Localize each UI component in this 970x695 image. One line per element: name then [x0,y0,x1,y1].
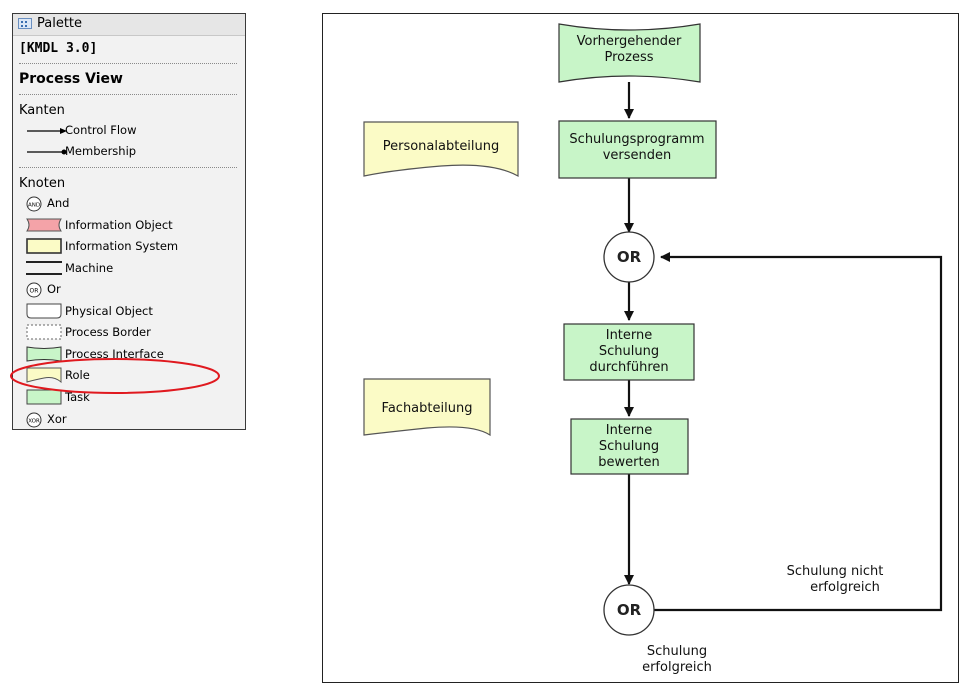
role-personalabteilung[interactable]: Personalabteilung [363,121,519,178]
node-label-line: Schulung [599,439,659,454]
edge-group [624,82,943,612]
palette-item-label: Or [47,282,61,296]
palette-item-label: Process Border [65,325,151,339]
process-diagram: Personalabteilung Fachabteilung Vorherge… [363,23,943,675]
process-border-icon [26,324,62,340]
separator [19,63,237,64]
process-view-label[interactable]: Process View [19,71,123,87]
or-gateway-label: OR [617,601,642,619]
palette-item-label: Information Object [65,218,173,232]
task-schulungsprogramm-versenden[interactable]: Schulungsprogramm versenden [558,120,717,179]
or-icon: OR [26,282,42,298]
node-label-line: versenden [603,148,672,163]
palette-title: Palette [37,16,83,31]
separator [19,94,237,95]
node-label-line: bewerten [598,455,660,470]
or-gateway-label: OR [617,248,642,266]
and-badge-text: AND [28,203,40,209]
role-icon [26,367,62,383]
node-label-line: Prozess [605,50,654,65]
edge-label-line: Schulung [647,644,707,659]
edge-label-line: erfolgreich [810,580,880,595]
node-label-line: Schulungsprogramm [569,132,704,147]
task-interne-schulung-bewerten[interactable]: Interne Schulung bewerten [570,418,689,475]
palette-item-label: And [47,196,70,210]
or-gateway-merge[interactable]: OR [603,231,655,283]
information-system-icon [26,238,62,254]
or-gateway-split[interactable]: OR [603,584,655,636]
palette-item-and[interactable]: AND And [13,194,245,213]
palette-item-label: Control Flow [65,123,137,137]
role-label: Fachabteilung [382,401,473,416]
process-interface-vorhergehender-prozess[interactable]: Vorhergehender Prozess [558,23,701,83]
palette-item-label: Process Interface [65,347,164,361]
xor-badge-text: XOR [28,419,40,425]
node-label-line: Interne [606,423,653,438]
or-badge-text: OR [30,288,39,295]
palette-item-role[interactable]: Role [13,366,245,385]
membership-line-icon [27,149,67,155]
palette-item-process-interface[interactable]: Process Interface [13,345,245,364]
task-icon [26,389,62,405]
palette-item-control-flow[interactable]: Control Flow [13,122,245,140]
separator [19,167,237,168]
edge-label-line: erfolgreich [642,660,712,675]
information-object-icon [26,218,62,232]
palette-item-membership[interactable]: Membership [13,143,245,161]
palette-item-label: Machine [65,261,114,275]
edges-heading: Kanten [19,103,65,118]
node-label-line: durchführen [589,360,668,375]
task-interne-schulung-durchfuehren[interactable]: Interne Schulung durchführen [563,323,695,381]
diagram-canvas[interactable]: Personalabteilung Fachabteilung Vorherge… [322,13,959,683]
palette-icon [18,18,32,29]
machine-icon [26,261,62,275]
palette-panel: Palette [KMDL 3.0] Process View Kanten C… [12,13,246,430]
and-icon: AND [26,196,42,212]
palette-title-bar: Palette [13,14,245,36]
palette-item-label: Task [65,390,90,404]
highlight-ellipse [10,358,220,394]
palette-item-machine[interactable]: Machine [13,259,245,278]
xor-icon: XOR [26,412,42,428]
edge-label-nicht-erfolgreich: Schulung nicht erfolgreich [787,564,884,595]
edge-label-erfolgreich: Schulung erfolgreich [642,644,712,675]
palette-item-physical-object[interactable]: Physical Object [13,302,245,321]
palette-item-xor[interactable]: XOR Xor [13,410,245,429]
palette-item-label: Role [65,368,90,382]
node-label-line: Vorhergehender [577,34,682,49]
palette-item-process-border[interactable]: Process Border [13,323,245,342]
node-label-line: Schulung [599,344,659,359]
palette-item-information-object[interactable]: Information Object [13,216,245,235]
palette-item-label: Physical Object [65,304,153,318]
role-fachabteilung[interactable]: Fachabteilung [363,378,491,437]
physical-object-icon [26,303,62,319]
role-label: Personalabteilung [383,139,500,154]
node-label-line: Interne [606,328,653,343]
palette-item-or[interactable]: OR Or [13,280,245,299]
nodes-heading: Knoten [19,176,66,191]
palette-item-information-system[interactable]: Information System [13,237,245,256]
loop-back-edge[interactable] [654,252,943,612]
arrow-icon [27,128,67,134]
edge-label-line: Schulung nicht [787,564,884,579]
kmdl-version-label: [KMDL 3.0] [19,41,98,56]
palette-item-task[interactable]: Task [13,388,245,407]
palette-item-label: Xor [47,412,67,426]
palette-item-label: Information System [65,239,179,253]
palette-item-label: Membership [65,144,137,158]
